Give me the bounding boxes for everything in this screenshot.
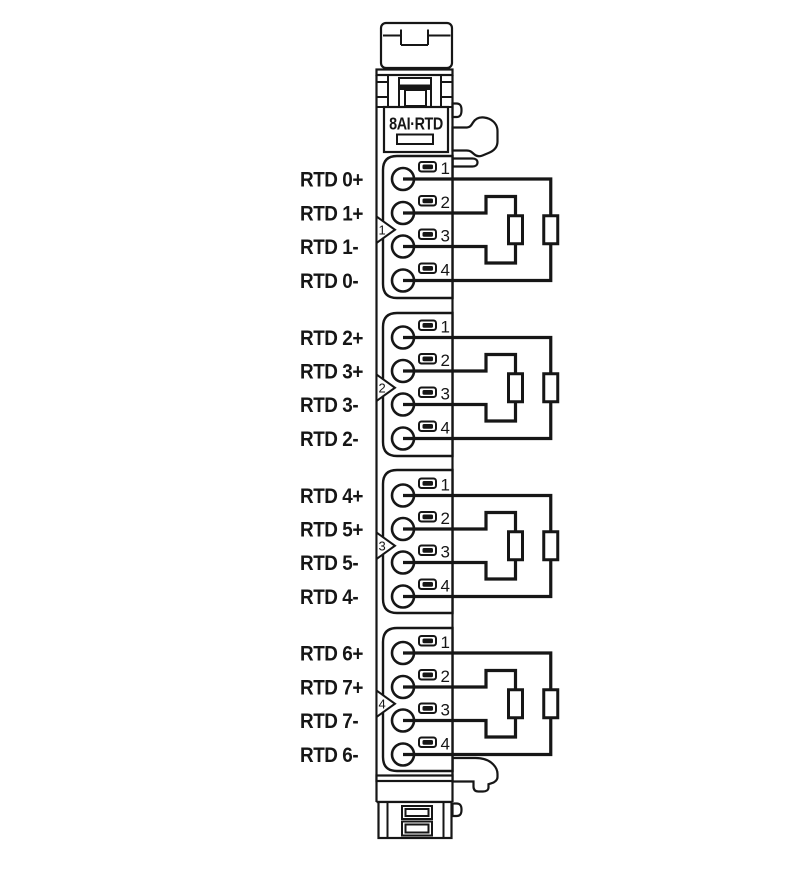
led-indicator-fill [422, 582, 433, 587]
group-number: 3 [379, 539, 386, 554]
channel-label: RTD 4- [300, 586, 358, 609]
channel-label: RTD 0+ [300, 169, 363, 192]
bus-contact-inner [404, 89, 427, 107]
channel-label: RTD 7+ [300, 677, 363, 700]
led-indicator-fill [422, 232, 433, 237]
channel-label: RTD 2+ [300, 327, 363, 350]
pin-number: 1 [441, 318, 450, 337]
bottom-release-hook [451, 756, 499, 793]
led-indicator-fill [422, 323, 433, 328]
led-indicator-fill [422, 356, 433, 362]
channel-label: RTD 6- [300, 744, 358, 767]
terminal-group-4: 1 2 3 4 4 RTD 6+ RTD 7+ RTD 7- RTD 6- [300, 626, 560, 773]
group-number: 2 [379, 381, 386, 396]
pin-number: 4 [441, 261, 450, 280]
group-marker [375, 214, 397, 245]
pin-number: 2 [441, 193, 450, 212]
rtd-sensor-resistor [507, 688, 524, 720]
bottom-side-bump [451, 802, 463, 818]
led-indicator-fill [422, 424, 433, 429]
upper-mech-lines [376, 75, 453, 108]
group-marker [375, 530, 397, 561]
channel-label: RTD 0- [300, 270, 358, 293]
module-title: 8AI·RTD [389, 115, 443, 134]
pin-number: 1 [441, 159, 450, 178]
pin-number: 4 [441, 735, 450, 754]
pin-number: 1 [441, 633, 450, 652]
group-marker [375, 372, 397, 403]
terminal-pocket [381, 154, 454, 300]
rtd-sensor-resistor [542, 530, 560, 562]
pin-number: 1 [441, 476, 450, 495]
bottom-slot-2-inner [404, 823, 430, 834]
rtd-sensor-resistor [507, 530, 524, 562]
bottom-band [375, 774, 454, 783]
module-body: 8AI·RTD [375, 21, 499, 840]
pin-number: 2 [441, 351, 450, 370]
channel-label: RTD 5+ [300, 519, 363, 542]
led-indicator-fill [422, 740, 433, 745]
pin-number: 3 [441, 543, 450, 562]
pin-number: 2 [441, 509, 450, 528]
channel-label: RTD 1+ [300, 203, 363, 226]
top-release-hook [451, 116, 499, 158]
terminal-group-3: 1 2 3 4 3 RTD 4+ RTD 5+ RTD 5- RTD 4- [300, 468, 560, 615]
led-indicator-fill [422, 390, 433, 395]
channel-label: RTD 7- [300, 710, 358, 733]
rtd-sensor-resistor [507, 214, 524, 246]
channel-label: RTD 2- [300, 428, 358, 451]
channel-label: RTD 1- [300, 236, 358, 259]
led-indicator-fill [422, 266, 433, 271]
top-latch-handle [383, 29, 451, 46]
led-indicator-fill [422, 198, 433, 204]
rtd-sensor-resistor [542, 214, 560, 246]
pin-number: 3 [441, 701, 450, 720]
top-side-bump [451, 102, 463, 119]
channel-label: RTD 4+ [300, 485, 363, 508]
module-label-slot [396, 133, 434, 145]
bus-contact-stripe [400, 84, 430, 90]
led-indicator-fill [422, 481, 433, 486]
group-number: 4 [379, 697, 386, 712]
terminal-group-1: 1 2 3 4 1 RTD 0+ RTD 1+ RTD 1- RTD 0- [300, 154, 560, 300]
channel-label: RTD 6+ [300, 643, 363, 666]
pin-number: 3 [441, 385, 450, 404]
channel-label: RTD 5- [300, 552, 358, 575]
bottom-slot-1 [401, 805, 433, 820]
top-release-tab [451, 157, 479, 168]
channel-label: RTD 3- [300, 394, 358, 417]
channel-label: RTD 3+ [300, 361, 363, 384]
rtd-sensor-resistor [542, 688, 560, 720]
led-indicator-fill [422, 514, 433, 520]
group-marker [375, 688, 397, 719]
rtd-sensor-resistor [507, 372, 524, 404]
group-number: 1 [379, 223, 386, 238]
pin-number: 4 [441, 419, 450, 438]
led-indicator-fill [422, 672, 433, 678]
terminal-group-2: 1 2 3 4 2 RTD 2+ RTD 3+ RTD 3- RTD 2- [300, 311, 560, 458]
led-indicator-fill [422, 164, 433, 170]
led-indicator-fill [422, 706, 433, 711]
bottom-slot-1-inner [404, 808, 430, 817]
led-indicator-fill [422, 638, 433, 644]
bottom-lock-verticals [386, 802, 445, 838]
led-indicator-fill [422, 548, 433, 553]
pin-number: 2 [441, 667, 450, 686]
top-band [375, 68, 454, 77]
bottom-slot-2 [401, 820, 433, 837]
pin-number: 3 [441, 227, 450, 246]
pin-number: 4 [441, 577, 450, 596]
rtd-sensor-resistor [542, 372, 560, 404]
